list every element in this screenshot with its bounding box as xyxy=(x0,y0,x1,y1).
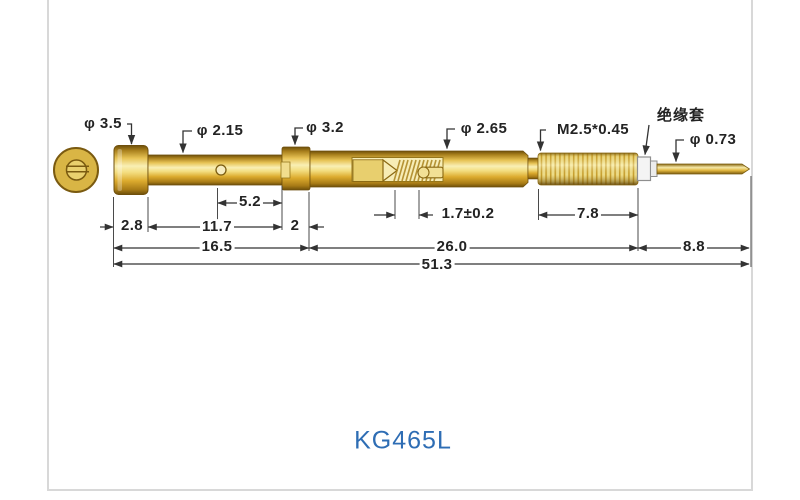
leader-tip-diameter xyxy=(672,139,684,163)
callout-collar-diameter: φ 3.2 xyxy=(304,119,346,137)
probe-neck xyxy=(527,157,539,180)
callout-barrel-diameter: φ 2.15 xyxy=(194,122,246,140)
product-code: KG465L xyxy=(354,426,452,455)
dim-label-middle-section: 26.0 xyxy=(434,238,470,256)
dim-label-thread-length: 7.8 xyxy=(574,205,602,223)
dim-label-slot-offset: 5.2 xyxy=(236,193,264,211)
probe-barrel xyxy=(147,154,284,186)
dim-label-barrel-length: 11.7 xyxy=(200,218,234,236)
insulation-sleeve xyxy=(636,156,658,182)
probe-end-view xyxy=(53,147,99,193)
leader-collar-diameter xyxy=(291,127,303,146)
probe-collar xyxy=(280,146,311,191)
barrel-hole xyxy=(215,164,227,176)
probe-thread xyxy=(537,152,639,186)
dimension-lines xyxy=(100,199,750,268)
leader-thread-spec xyxy=(536,129,546,152)
plunger-tail xyxy=(352,158,398,183)
dim-label-overall-length: 51.3 xyxy=(419,256,455,274)
inner-rod xyxy=(417,166,444,179)
probe-head xyxy=(113,145,149,195)
dim-label-collar-length: 2 xyxy=(288,217,302,235)
callout-leaders xyxy=(127,123,684,163)
leader-tube-diameter xyxy=(443,128,455,150)
callout-tip-diameter: φ 0.73 xyxy=(687,131,739,149)
collar-notch xyxy=(280,161,291,179)
callout-head-diameter: φ 3.5 xyxy=(82,115,124,133)
probe-tube xyxy=(309,150,529,188)
leader-barrel-diameter xyxy=(179,130,192,154)
callout-thread-spec: M2.5*0.45 xyxy=(555,121,631,139)
dim-label-plunger-travel: 1.7±0.2 xyxy=(439,205,497,223)
probe-tip-pin xyxy=(656,163,751,175)
dim-label-head-length: 2.8 xyxy=(118,217,146,235)
dim-label-rear-section: 8.8 xyxy=(680,238,708,256)
dim-label-front-section: 16.5 xyxy=(199,238,235,256)
callout-tube-diameter: φ 2.65 xyxy=(458,120,510,138)
leader-head-diameter xyxy=(127,123,136,145)
callout-insulation-sleeve: 绝缘套 xyxy=(654,107,708,125)
leader-sleeve xyxy=(642,124,650,156)
